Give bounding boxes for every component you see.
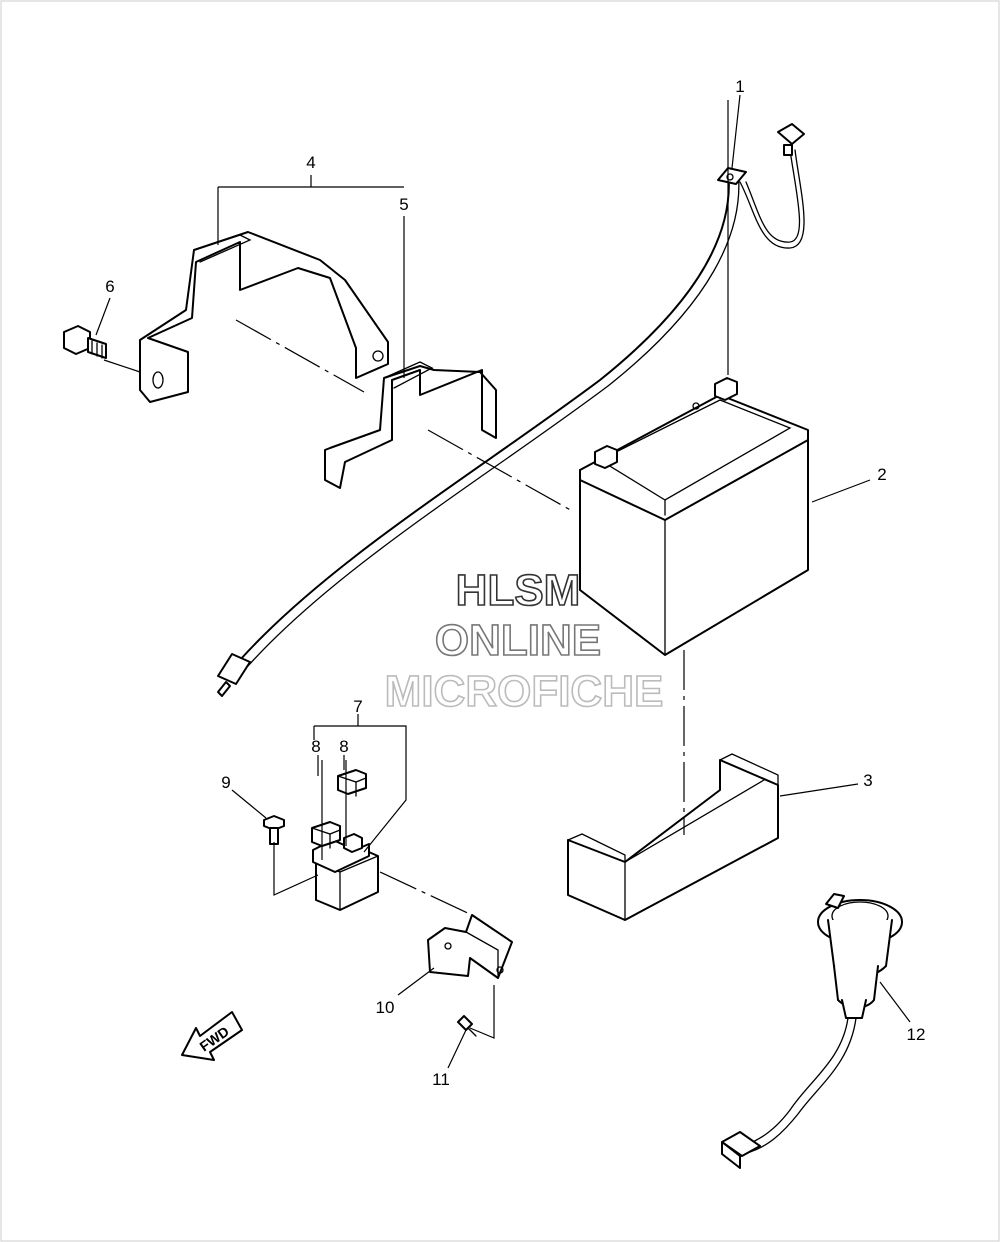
callout-9: 9 — [221, 773, 230, 792]
callout-4: 4 — [306, 153, 315, 172]
callout-3: 3 — [863, 771, 872, 790]
bolt[interactable] — [63, 325, 107, 359]
callout-5: 5 — [399, 195, 408, 214]
callout-12: 12 — [907, 1025, 926, 1044]
callouts: 1 2 3 4 5 6 7 8 8 9 10 11 12 — [105, 77, 925, 1089]
callout-10: 10 — [376, 998, 395, 1017]
assembly-lines — [103, 100, 729, 1039]
callout-1: 1 — [735, 77, 744, 96]
battery-bracket-lower[interactable] — [324, 361, 497, 489]
callout-8: 8 — [339, 737, 348, 756]
watermark: HLSM ONLINE MICROFICHE — [384, 565, 664, 717]
watermark-line-1: HLSM — [456, 566, 581, 615]
screw[interactable] — [263, 815, 285, 845]
leader-lines — [95, 94, 911, 1069]
callout-7: 7 — [353, 697, 362, 716]
battery-bracket-upper[interactable] — [139, 231, 389, 403]
fwd-arrow-icon: FWD — [181, 1011, 243, 1061]
dc-socket[interactable] — [721, 893, 903, 1169]
callout-2: 2 — [877, 465, 886, 484]
battery[interactable] — [579, 377, 809, 656]
callout-6: 6 — [105, 277, 114, 296]
relay-bracket[interactable] — [427, 914, 513, 979]
callout-8: 8 — [311, 737, 320, 756]
watermark-line-3: MICROFICHE — [385, 667, 664, 716]
rivet[interactable] — [457, 1015, 477, 1037]
battery-pad[interactable] — [567, 753, 779, 921]
relay-cap[interactable] — [337, 769, 367, 797]
watermark-line-2: ONLINE — [435, 616, 601, 665]
callout-11: 11 — [432, 1070, 450, 1089]
